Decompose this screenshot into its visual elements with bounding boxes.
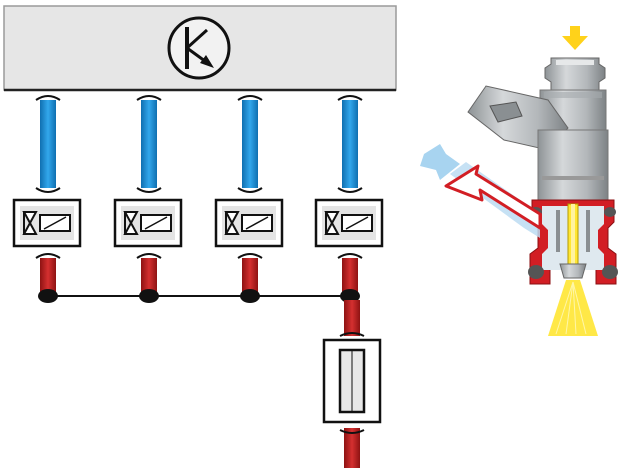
wire-clip-bottom — [237, 187, 263, 193]
fuel-clip — [136, 253, 162, 259]
coil-diagonal — [144, 216, 168, 230]
wire-clip-bottom — [136, 187, 162, 193]
fuel-injector-cutaway-icon — [420, 26, 618, 336]
signal-wire — [141, 100, 157, 188]
fuel-pipe — [40, 258, 56, 294]
coil-diagonal — [245, 216, 269, 230]
wire-clip-top — [35, 95, 61, 101]
fuel-pipe — [242, 258, 258, 294]
air-inlet-arrow — [420, 144, 460, 180]
wire-clip-top — [237, 95, 263, 101]
injector-channel-4 — [314, 95, 384, 303]
fuel-clip — [237, 253, 263, 259]
fuel-spray — [548, 280, 598, 336]
wire-clip-bottom — [337, 187, 363, 193]
injector-channels — [12, 95, 384, 303]
injector-channel-2 — [113, 95, 183, 303]
coil-diagonal — [345, 216, 369, 230]
injector-channel-3 — [214, 95, 284, 303]
coil-diagonal — [43, 216, 67, 230]
fuel-filter-icon — [322, 338, 382, 424]
fuel-inlet-arrow — [562, 26, 588, 50]
injector-channel-1 — [12, 95, 82, 303]
fuel-return-arrow — [444, 164, 542, 230]
fuel-pipe — [141, 258, 157, 294]
fuel-clip — [337, 253, 363, 259]
fuel-clip — [35, 253, 61, 259]
fuel-pipe — [342, 258, 358, 294]
wire-clip-top — [136, 95, 162, 101]
signal-wire — [342, 100, 358, 188]
signal-wire — [242, 100, 258, 188]
wire-clip-top — [337, 95, 363, 101]
transistor-icon — [167, 16, 231, 80]
wire-clip-bottom — [35, 187, 61, 193]
fuel-supply-line — [339, 300, 365, 468]
signal-wire — [40, 100, 56, 188]
